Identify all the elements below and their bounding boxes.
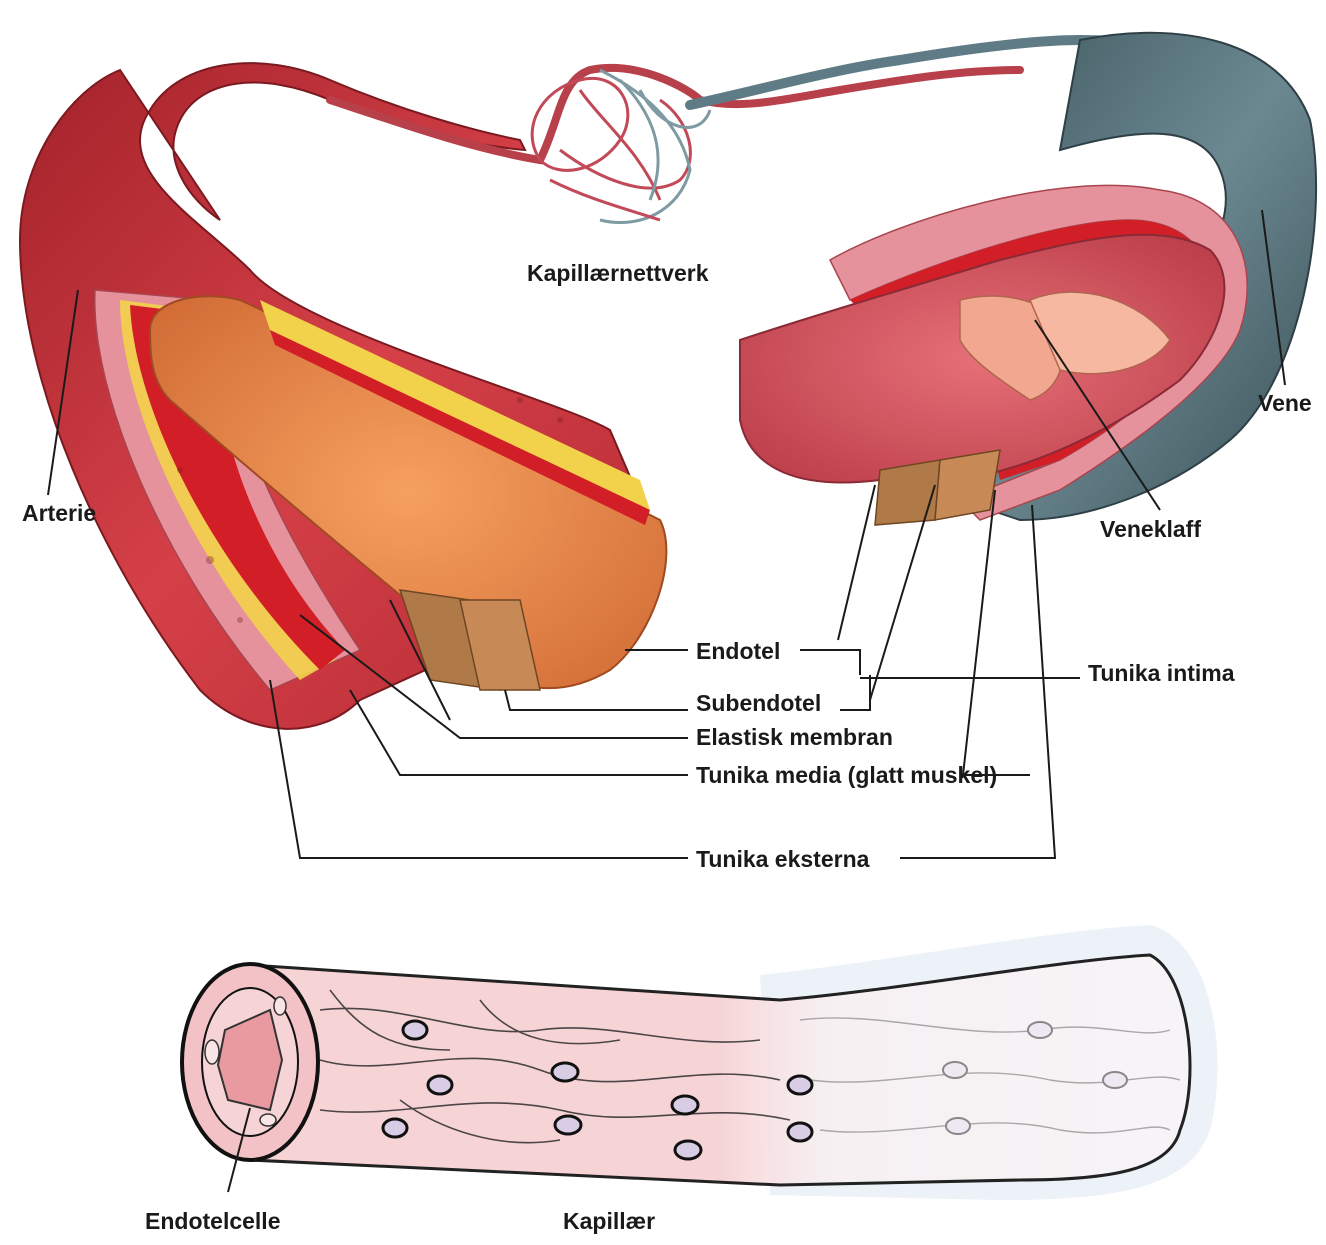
elastic-membrane-label: Elastisk membran — [696, 726, 893, 749]
vein-label: Vene — [1258, 392, 1312, 415]
artery-illustration — [20, 63, 666, 729]
capillary-label: Kapillær — [563, 1210, 655, 1233]
capillary-network-label: Kapillærnettverk — [527, 262, 709, 285]
artery-label: Arterie — [22, 502, 96, 525]
endothelial-cell-label: Endotelcelle — [145, 1210, 280, 1233]
tunica-externa-label: Tunika eksterna — [696, 848, 869, 871]
subendothelium-label: Subendotel — [696, 692, 821, 715]
vein-illustration — [740, 33, 1316, 525]
tunica-intima-label: Tunika intima — [1088, 662, 1235, 685]
tunica-media-label: Tunika media (glatt muskel) — [696, 764, 997, 787]
vein-valve-label: Veneklaff — [1100, 518, 1201, 541]
capillary-illustration — [182, 925, 1218, 1200]
endothelium-label: Endotel — [696, 640, 780, 663]
